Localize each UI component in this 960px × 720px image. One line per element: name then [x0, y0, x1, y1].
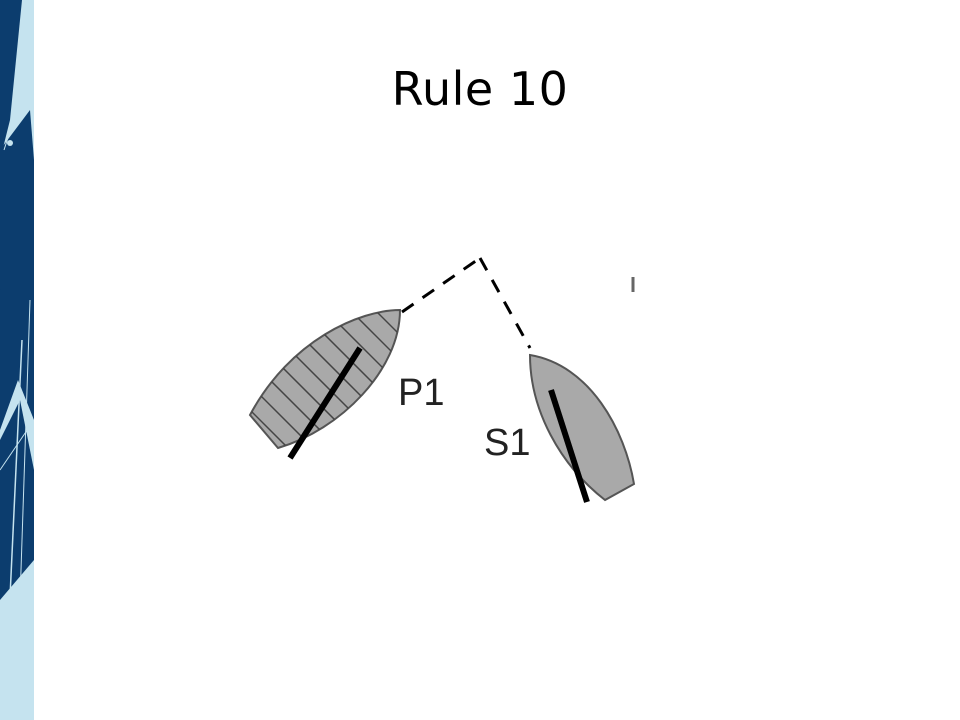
boat-p1-hull	[248, 308, 402, 450]
port-course-line	[401, 256, 481, 314]
starboard-course-line	[478, 257, 532, 349]
course-lines	[401, 256, 532, 349]
boat-s1-hull	[528, 353, 636, 502]
boat-s1-label: S1	[484, 422, 530, 464]
boat-p1-boom	[287, 346, 363, 460]
boat-p1: P1	[248, 308, 444, 460]
boat-p1-label: P1	[398, 372, 444, 414]
boat-s1-boom	[548, 389, 590, 503]
slide-title: Rule 10	[391, 62, 569, 116]
boat-s1: S1	[484, 353, 636, 503]
rule-diagram: P1 S1	[248, 256, 636, 503]
decorative-side-band	[0, 0, 34, 720]
